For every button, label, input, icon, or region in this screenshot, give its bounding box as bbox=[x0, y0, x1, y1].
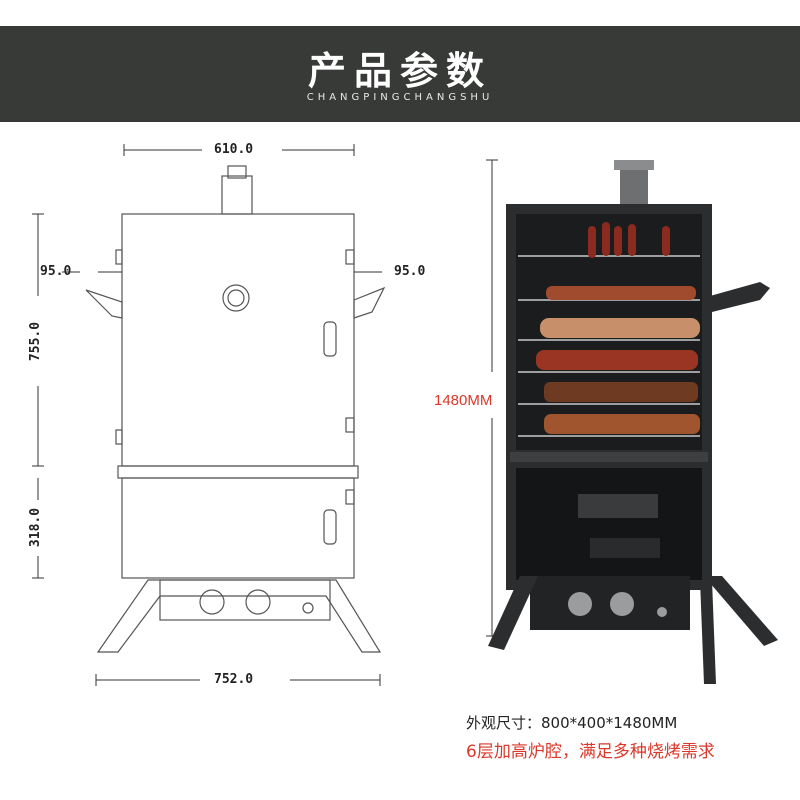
right-handle-outline bbox=[353, 286, 386, 319]
lower-latch-outline bbox=[323, 509, 337, 545]
left-handle-outline bbox=[85, 289, 123, 319]
chimney-cap-outline bbox=[227, 165, 247, 179]
width-top-label: 610.0 bbox=[214, 142, 254, 157]
size-spec: 外观尺寸：800*400*1480MM bbox=[466, 714, 678, 732]
page-title: 产品参数 bbox=[307, 49, 492, 93]
control-panel bbox=[530, 576, 690, 630]
photo-height-label: 1480MM bbox=[434, 392, 493, 409]
feature-spec: 6层加高炉腔，满足多种烧烤需求 bbox=[466, 742, 715, 762]
thermometer-outline bbox=[222, 284, 250, 312]
photo-chimney bbox=[620, 170, 648, 206]
upper-latch-outline bbox=[323, 321, 337, 357]
width-base-label: 752.0 bbox=[214, 672, 254, 687]
side-left-label: 95.0 bbox=[40, 264, 72, 279]
photo-side-handle bbox=[710, 282, 770, 312]
header-banner: 产品参数 CHANGPINGCHANGSHU bbox=[0, 26, 800, 122]
control-panel-outline bbox=[159, 579, 331, 621]
side-right-label: 95.0 bbox=[394, 264, 426, 279]
lower-chamber bbox=[516, 468, 702, 580]
lower-door-outline bbox=[121, 477, 355, 579]
page-subtitle: CHANGPINGCHANGSHU bbox=[306, 92, 494, 103]
